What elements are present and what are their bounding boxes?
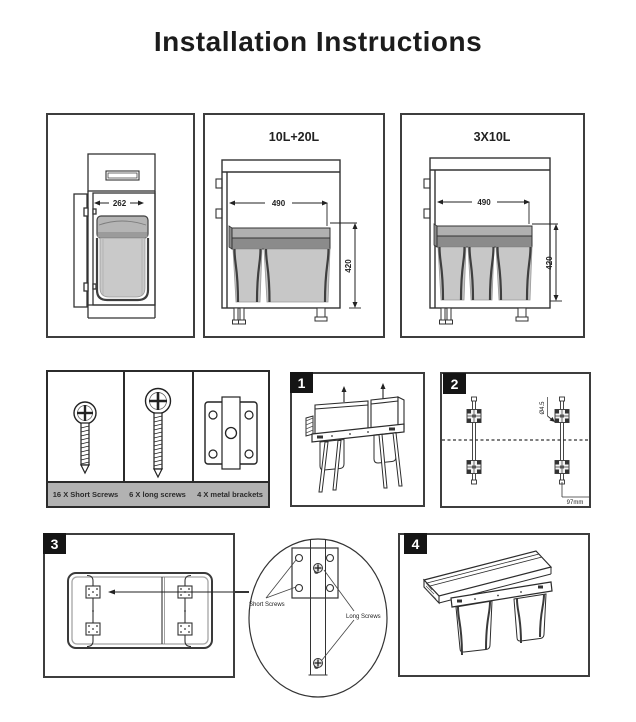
hinge-top [423, 178, 431, 189]
frame-legs [457, 593, 545, 656]
drawer-handle [105, 170, 140, 181]
unit-top-view [67, 572, 213, 649]
lid-drawing [422, 550, 553, 605]
bins-hanging [455, 593, 547, 653]
lift-arrow-left [341, 386, 347, 392]
dim-490-label: 490 [272, 199, 286, 208]
detail-rail [308, 539, 328, 676]
dim-420-label: 420 [545, 256, 554, 270]
triple-bin-cabinet-drawing: 3X10L 490 [423, 130, 562, 325]
rail-left-top-view [85, 574, 101, 648]
panel-title-10l-20l: 10L+20L [269, 130, 320, 144]
panel-step-2: 2 [440, 372, 591, 508]
step-3-badge: 3 [43, 533, 66, 554]
parts-label-metal-brackets: 4 X metal brackets [197, 490, 263, 499]
step-1-drawing [305, 383, 405, 493]
hinge-bottom [215, 208, 223, 219]
frame-legs [318, 432, 403, 493]
offset-label: 97mm [567, 500, 584, 506]
pullout-bins [433, 223, 533, 301]
hole-diameter-annotation: Ø4.5 [540, 397, 555, 422]
door-hinge-bottom [83, 282, 89, 292]
double-bin-cabinet-drawing: 10L+20L 490 [215, 130, 361, 325]
pullout-bins [228, 225, 331, 303]
step-1-badge: 1 [290, 372, 313, 393]
parts-labels-strip: 16 X Short Screws 6 X long screws 4 X me… [48, 481, 268, 506]
rail-right [554, 396, 570, 485]
bottom-screw [313, 658, 323, 669]
short-screw-icon [73, 401, 97, 475]
panel-step-4: 4 [398, 533, 590, 677]
panel-triple-bin-cabinet: 3X10L 490 [400, 113, 585, 338]
bins-lifted [314, 396, 405, 435]
long-screws-leaders [321, 569, 355, 661]
detail-circle [248, 538, 388, 698]
panel-step-3: 3 [43, 533, 235, 678]
door-hinge-top [83, 207, 89, 217]
hole-diameter-label: Ø4.5 [540, 401, 546, 415]
step-4-badge: 4 [404, 533, 427, 554]
step-2-drawing: Ø4.5 97mm [442, 396, 589, 506]
dim-420: 420 [330, 222, 361, 309]
dim-490-label: 490 [477, 198, 491, 207]
short-screws-label: Short Screws [249, 602, 285, 608]
offset-dimension: 97mm [561, 482, 589, 506]
step-4-drawing [422, 550, 553, 656]
metal-bracket-icon [204, 396, 258, 470]
center-screw [313, 563, 323, 574]
cabinet-frame [429, 157, 551, 309]
dim-420-label: 420 [344, 259, 353, 273]
page-title: Installation Instructions [153, 26, 483, 57]
slide-frame [305, 415, 405, 443]
long-screw-icon [144, 387, 172, 479]
bracket-holes [294, 553, 335, 593]
parts-drawings [73, 387, 258, 479]
single-bin-cabinet-drawing: 262 [73, 153, 156, 319]
hinge-bottom [423, 208, 431, 219]
rail-right-top-view [177, 574, 193, 648]
step-2-badge: 2 [443, 373, 466, 394]
panel-single-bin-cabinet: 262 [46, 113, 195, 338]
short-screws-leaders [265, 559, 297, 599]
drawer-front [87, 153, 156, 192]
step-3-drawing [67, 572, 233, 649]
callout-arrow [108, 589, 233, 595]
cabinet-feet [439, 307, 529, 325]
parts-label-short-screws: 16 X Short Screws [52, 490, 119, 499]
frame-bar [450, 581, 553, 608]
panel-title-3x10l: 3X10L [474, 130, 511, 144]
cabinet-feet [232, 307, 328, 325]
long-screws-label: Long Screws [346, 614, 381, 620]
hinge-top [215, 178, 223, 189]
magnified-detail-view: Short Screws Long Screws [248, 538, 388, 698]
dim-490: 490 [229, 199, 328, 226]
dim-262-label: 262 [113, 199, 127, 208]
dim-420: 420 [532, 223, 562, 302]
dim-490: 490 [437, 198, 530, 224]
parts-label-long-screws: 6 X long screws [129, 490, 186, 499]
callout-connector-line [235, 591, 249, 593]
panel-double-bin-cabinet: 10L+20L 490 [203, 113, 385, 338]
cabinet-frame [221, 159, 341, 309]
dim-262: 262 [94, 199, 144, 208]
lift-arrow-right [380, 383, 386, 389]
bin-drawing [95, 215, 150, 302]
panel-parts-list: 16 X Short Screws 6 X long screws 4 X me… [46, 370, 270, 508]
parts-divider-1 [123, 372, 125, 506]
parts-divider-2 [192, 372, 194, 506]
panel-step-1: 1 [290, 372, 425, 507]
cabinet-door-open [73, 193, 88, 308]
rail-left [466, 396, 482, 485]
